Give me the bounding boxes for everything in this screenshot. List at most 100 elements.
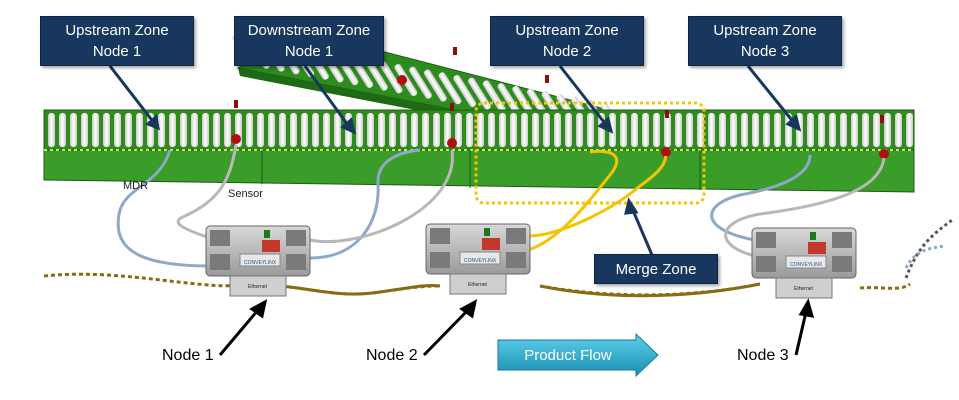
roller bbox=[136, 113, 143, 147]
roller bbox=[719, 113, 726, 147]
roller bbox=[356, 113, 363, 147]
callout-text: Upstream Zone bbox=[713, 22, 817, 39]
roller bbox=[609, 113, 616, 147]
roller bbox=[70, 113, 77, 147]
main-conveyor bbox=[43, 109, 915, 193]
cables bbox=[116, 144, 886, 268]
roller bbox=[400, 113, 407, 147]
roller bbox=[379, 61, 403, 94]
roller bbox=[554, 113, 561, 147]
callout-downstream-zone-node1: Downstream Zone Node 1 bbox=[234, 16, 384, 66]
roller bbox=[642, 113, 649, 147]
controller-brand-text: CONVEYLINX bbox=[464, 258, 497, 264]
roller bbox=[884, 113, 891, 147]
roller bbox=[433, 113, 440, 147]
roller bbox=[114, 113, 121, 147]
roller bbox=[752, 113, 759, 147]
controller-brand-text: CONVEYLINX bbox=[244, 260, 277, 266]
callout-text: Node 1 bbox=[92, 43, 142, 60]
roller bbox=[422, 113, 429, 147]
sensor-merge bbox=[661, 147, 671, 157]
product-flow-label: Product Flow bbox=[524, 346, 612, 364]
roller bbox=[224, 113, 231, 147]
roller bbox=[411, 113, 418, 147]
sensor-label: Sensor bbox=[228, 188, 263, 200]
roller bbox=[466, 113, 473, 147]
roller bbox=[708, 113, 715, 147]
sensors bbox=[231, 47, 889, 159]
roller bbox=[521, 113, 528, 147]
roller bbox=[257, 113, 264, 147]
roller bbox=[301, 113, 308, 147]
roller bbox=[367, 113, 374, 147]
roller bbox=[378, 113, 385, 147]
roller bbox=[741, 113, 748, 147]
roller bbox=[268, 113, 275, 147]
controllers: CONVEYLINXEthernetCONVEYLINXEthernetCONV… bbox=[205, 223, 857, 299]
roller bbox=[895, 113, 902, 147]
callout-text: Merge Zone bbox=[615, 260, 697, 278]
roller bbox=[906, 113, 913, 147]
controller-node1: CONVEYLINX Ethernet bbox=[205, 225, 311, 297]
roller bbox=[477, 113, 484, 147]
roller bbox=[653, 113, 660, 147]
roller bbox=[532, 113, 539, 147]
callout-text: Upstream Zone bbox=[515, 22, 619, 39]
roller bbox=[631, 113, 638, 147]
roller bbox=[482, 80, 506, 113]
roller bbox=[158, 113, 165, 147]
roller bbox=[438, 72, 462, 105]
roller bbox=[279, 113, 286, 147]
roller bbox=[125, 113, 132, 147]
roller bbox=[497, 83, 521, 116]
callout-upstream-zone-node3: Upstream Zone Node 3 bbox=[688, 16, 842, 66]
roller bbox=[543, 113, 550, 147]
roller bbox=[807, 113, 814, 147]
roller bbox=[763, 113, 770, 147]
roller bbox=[620, 113, 627, 147]
roller bbox=[423, 69, 447, 102]
roller bbox=[488, 113, 495, 147]
roller bbox=[499, 113, 506, 147]
roller bbox=[334, 113, 341, 147]
callout-text: Downstream Zone bbox=[247, 22, 371, 39]
sensor-node1 bbox=[231, 134, 241, 144]
roller bbox=[59, 113, 66, 147]
roller bbox=[774, 113, 781, 147]
main-conveyor-rollers bbox=[48, 113, 913, 147]
roller bbox=[92, 113, 99, 147]
roller bbox=[290, 113, 297, 147]
roller bbox=[202, 113, 209, 147]
sensor-downstream bbox=[397, 75, 407, 85]
roller bbox=[323, 113, 330, 147]
sensor-node2 bbox=[447, 138, 457, 148]
roller bbox=[587, 113, 594, 147]
roller bbox=[389, 113, 396, 147]
controller-ethernet-text: Ethernet bbox=[794, 286, 814, 292]
roller bbox=[213, 113, 220, 147]
sensor-node3 bbox=[879, 149, 889, 159]
merge-zone-outline bbox=[474, 101, 706, 205]
roller bbox=[840, 113, 847, 147]
roller bbox=[365, 58, 388, 91]
roller bbox=[730, 113, 737, 147]
roller bbox=[510, 113, 517, 147]
roller bbox=[565, 113, 572, 147]
roller bbox=[180, 113, 187, 147]
roller bbox=[873, 113, 880, 147]
product-flow-arrow bbox=[497, 332, 659, 378]
roller bbox=[169, 113, 176, 147]
controller-ethernet-text: Ethernet bbox=[248, 284, 268, 290]
roller bbox=[829, 113, 836, 147]
roller bbox=[576, 113, 583, 147]
callout-text: Upstream Zone bbox=[65, 22, 169, 39]
roller bbox=[453, 74, 477, 107]
roller bbox=[818, 113, 825, 147]
roller bbox=[191, 113, 198, 147]
callout-upstream-zone-node1: Upstream Zone Node 1 bbox=[40, 16, 194, 66]
roller bbox=[81, 113, 88, 147]
node-arrows bbox=[218, 298, 815, 357]
